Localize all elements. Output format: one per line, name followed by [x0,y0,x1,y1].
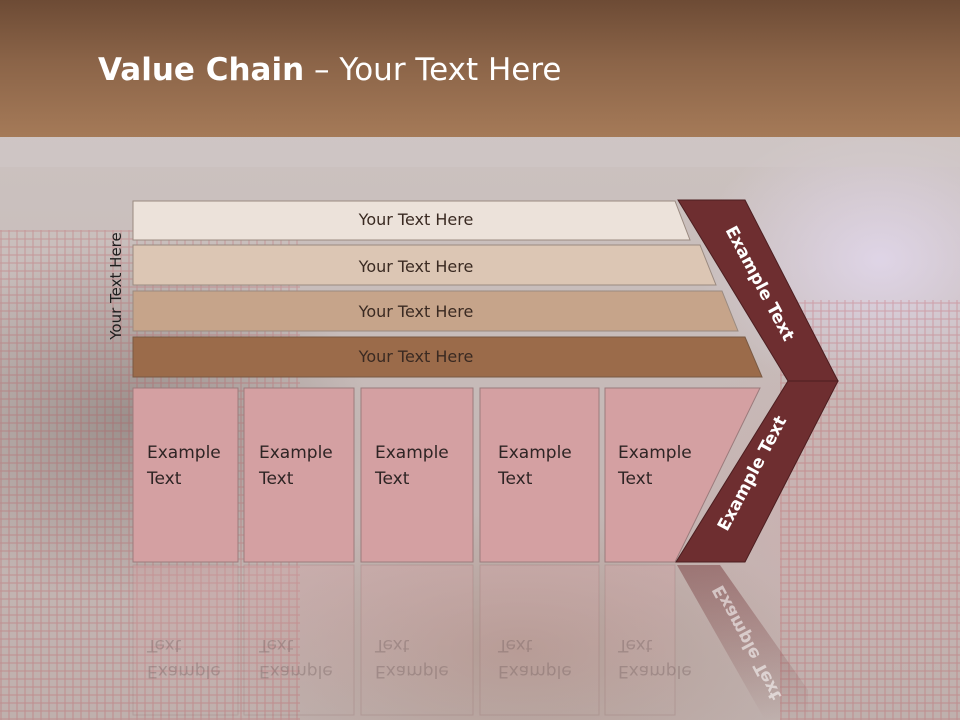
slide-title-bold: Value Chain [98,52,305,88]
box-1-reflection-line2: Text [147,635,182,655]
box-3-line2: Text [375,469,410,489]
box-3-reflection: Example Text [375,632,449,684]
box-1[interactable] [132,387,239,563]
box-1-line2: Text [147,469,182,489]
box-2-line2: Text [259,469,294,489]
slide-title[interactable]: Value Chain – Your Text Here [98,52,561,88]
box-4-reflection: Example Text [498,632,572,684]
box-5-text: Example Text [618,440,692,492]
bar-4-label: Your Text Here [358,347,474,366]
box-5-line1: Example [618,443,692,463]
box-4-text: Example Text [498,440,572,492]
box-5[interactable] [604,387,761,563]
box-1-text: Example Text [147,440,221,492]
box-4-reflection-line2: Text [498,635,533,655]
slide-title-rest: – Your Text Here [304,52,562,88]
box-1-line1: Example [147,443,221,463]
box-3[interactable] [360,387,474,563]
box-2-reflection: Example Text [259,632,333,684]
box-5-line2: Text [618,469,653,489]
box-3-line1: Example [375,443,449,463]
box-2-reflection-line1: Example [259,661,333,681]
box-4-reflection-line1: Example [498,661,572,681]
box-4-line1: Example [498,443,572,463]
box-2-text: Example Text [259,440,333,492]
box-5-reflection: Example Text [618,632,692,684]
box-1-reflection: Example Text [147,632,221,684]
box-5-reflection-line2: Text [618,635,653,655]
header-band [0,137,960,167]
box-2-line1: Example [259,443,333,463]
box-3-text: Example Text [375,440,449,492]
reflection-group [132,564,808,720]
bar-4[interactable] [132,336,763,378]
box-4[interactable] [479,387,600,563]
bar-3[interactable] [132,290,739,332]
bar-2-label: Your Text Here [358,257,474,276]
box-3-reflection-line1: Example [375,661,449,681]
bar-1[interactable] [132,200,691,241]
box-3-reflection-line2: Text [375,635,410,655]
box-1-reflection-line1: Example [147,661,221,681]
bar-2[interactable] [132,244,717,286]
box-5-reflection-line1: Example [618,661,692,681]
bar-3-label: Your Text Here [358,302,474,321]
title-header [0,0,960,137]
box-2-reflection-line2: Text [259,635,294,655]
chevron-lower[interactable] [675,380,839,563]
box-4-line2: Text [498,469,533,489]
bar-1-label: Your Text Here [358,210,474,229]
box-2[interactable] [243,387,355,563]
